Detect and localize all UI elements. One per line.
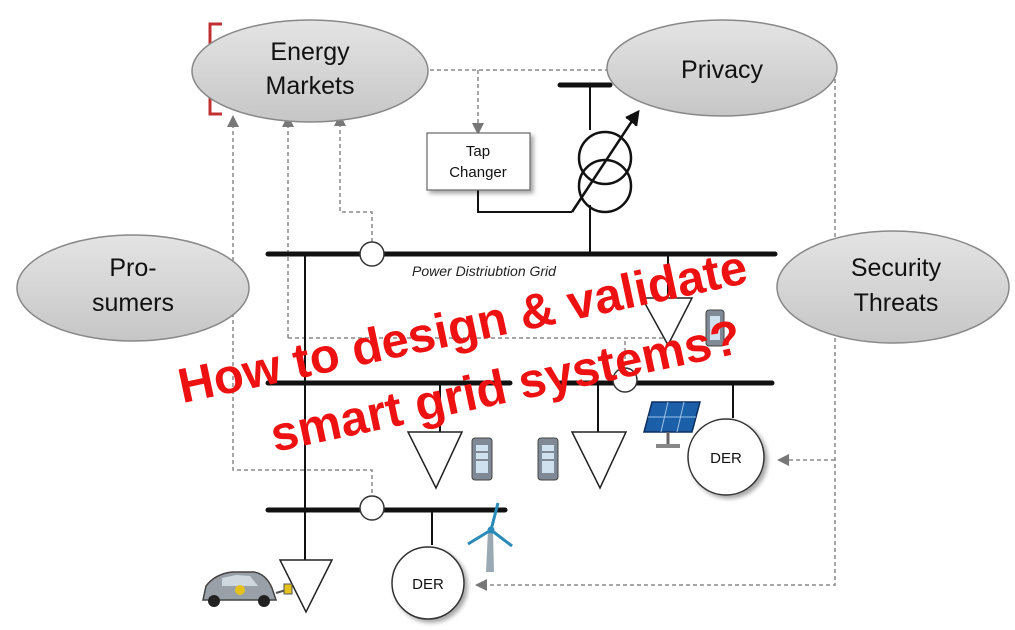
sensor-icon: [359, 495, 385, 521]
grid-label: Power Distriubtion Grid: [412, 263, 557, 279]
der-nodes: DER DER: [391, 418, 765, 620]
der-label: DER: [412, 576, 444, 593]
privacy-label: Privacy: [681, 56, 763, 84]
battery-icon: [471, 437, 493, 481]
battery-icons: [471, 309, 725, 481]
der-label: DER: [710, 450, 742, 467]
load-icons: [278, 297, 694, 614]
power-wires: [304, 85, 734, 560]
wind-turbine-icon: [467, 502, 513, 572]
solar-panel-icon: [643, 401, 701, 448]
sensor-icon: [359, 241, 385, 267]
load-icon: [640, 297, 694, 347]
privacy-node: Privacy: [606, 19, 838, 117]
der-node: [391, 546, 465, 620]
power-buses: [265, 82, 778, 513]
security-threats-line2: Threats: [854, 289, 939, 317]
security-threats-line1: Security: [851, 254, 942, 282]
der-node: [687, 418, 765, 496]
energy-markets-line1: Energy: [270, 38, 350, 66]
prosumers-node: Pro- sumers: [16, 234, 250, 342]
battery-icon: [705, 309, 725, 347]
load-icon: [570, 431, 628, 490]
battery-icon: [537, 437, 559, 481]
tap-changer-box: Tap Changer: [426, 132, 531, 191]
prosumers-line1: Pro-: [109, 254, 156, 282]
load-icon: [406, 431, 464, 490]
energy-markets-line2: Markets: [266, 72, 355, 100]
tap-changer-label-line2: Changer: [449, 164, 507, 181]
load-icon: [278, 559, 334, 614]
security-threats-node: Security Threats: [776, 230, 1010, 344]
transformer-icon: [570, 109, 640, 214]
tap-changer-label-line1: Tap: [466, 143, 490, 160]
energy-markets-node: Energy Markets: [191, 19, 429, 123]
electric-car-icon: [202, 571, 293, 607]
sensor-icons: [359, 241, 638, 521]
sensor-icon: [612, 367, 638, 393]
prosumers-line2: sumers: [92, 289, 174, 317]
